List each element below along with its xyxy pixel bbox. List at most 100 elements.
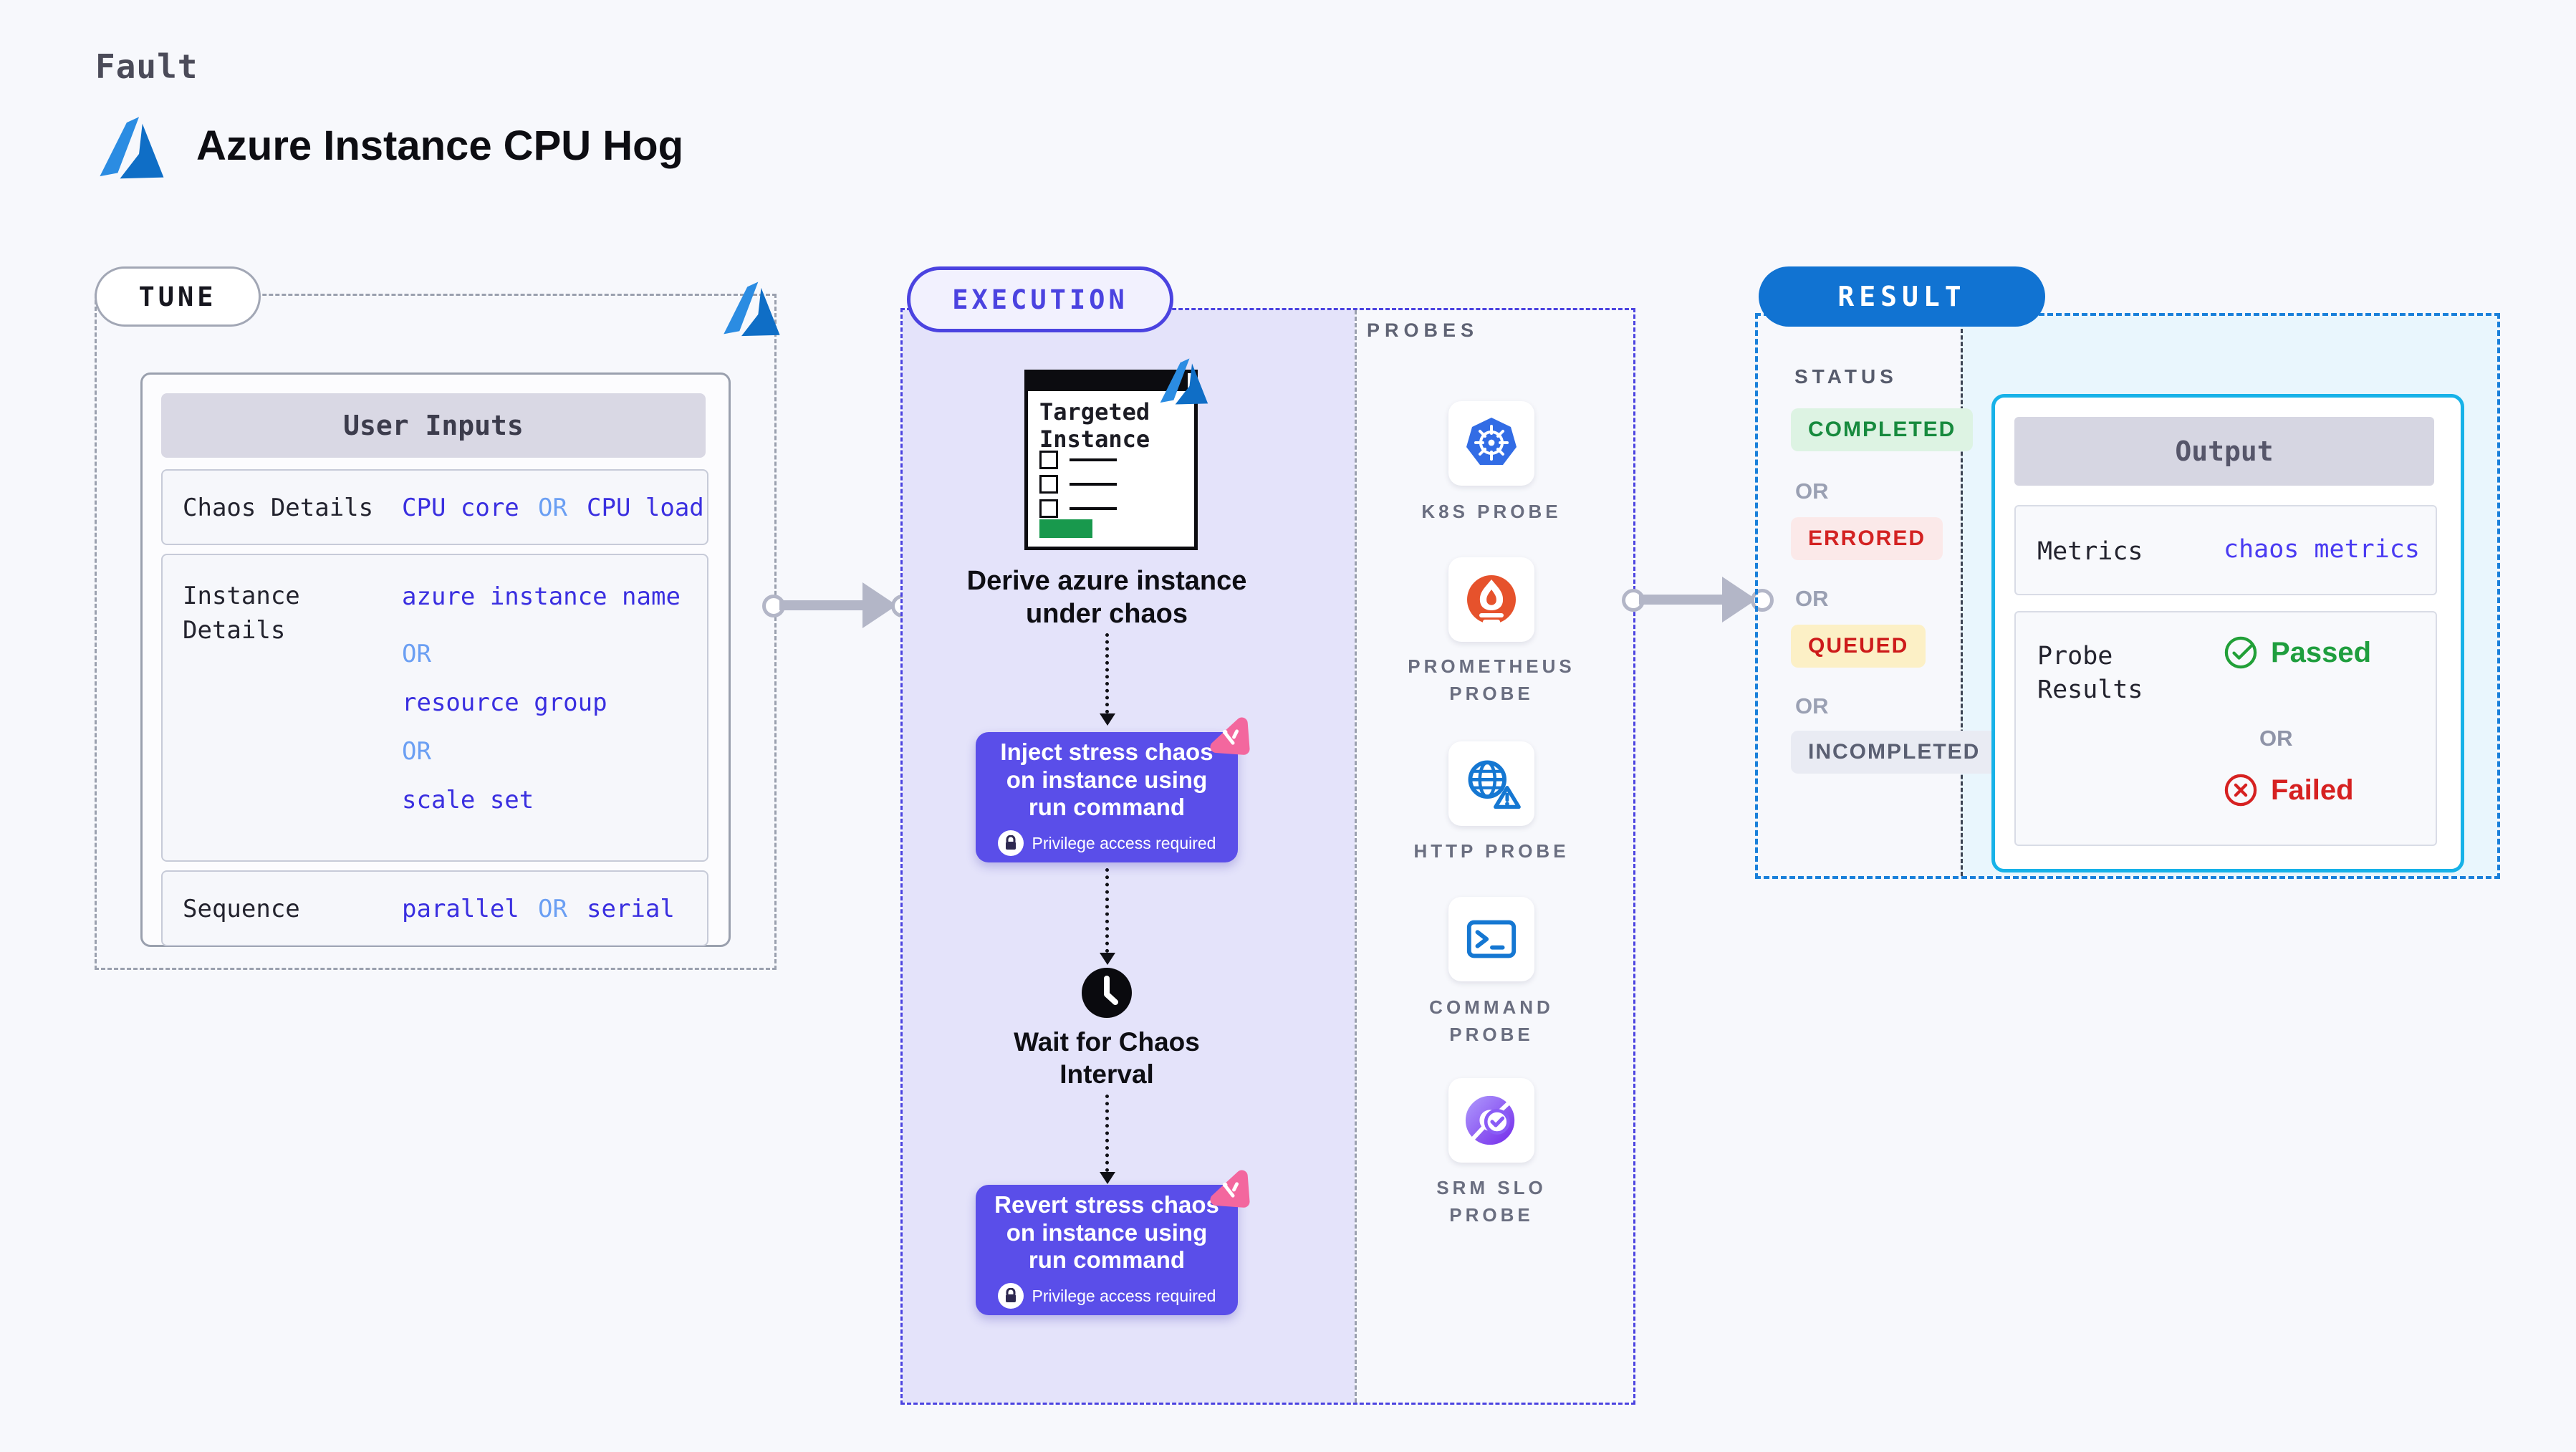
probe-card-prometheus	[1448, 557, 1534, 642]
output-panel: Output Metrics chaos metrics Probe Resul…	[1991, 394, 2464, 872]
privilege-row: Privilege access required	[997, 830, 1216, 857]
tune-to-execution-arrow	[762, 582, 914, 630]
probe-card-k8s	[1448, 401, 1534, 486]
execution-pill: EXECUTION	[907, 266, 1173, 332]
tune-section-frame	[95, 294, 777, 970]
status-label: STATUS	[1794, 365, 1898, 388]
probe-results-label: Probe Results	[2037, 642, 2143, 705]
chaos-details-row: Chaos Details CPU core OR CPU load	[161, 469, 708, 545]
lock-icon	[997, 830, 1024, 857]
failed-row: Failed	[2222, 771, 2354, 809]
instance-value-2: resource group	[402, 688, 607, 717]
status-badge-errored: ERRORED	[1791, 517, 1943, 560]
arrow-down-icon	[1100, 953, 1115, 965]
instance-or-2: OR	[402, 737, 431, 766]
execution-to-result-arrow	[1622, 577, 1774, 624]
flow-connector	[1105, 633, 1109, 713]
targeted-instance-title: Targeted Instance	[1039, 398, 1150, 453]
text-line	[1070, 458, 1117, 461]
text-line	[1070, 483, 1117, 486]
window-titlebar	[1027, 372, 1188, 391]
checkbox-row	[1039, 475, 1117, 494]
text-line	[1070, 507, 1117, 510]
status-or: OR	[1795, 479, 1829, 504]
checkbox-icon	[1039, 475, 1058, 494]
probe-card-http	[1448, 741, 1534, 826]
revert-chaos-step: Revert stress chaos on instance using ru…	[976, 1185, 1238, 1315]
metrics-row: Metrics chaos metrics	[2014, 505, 2437, 595]
page-title: Azure Instance CPU Hog	[196, 122, 683, 169]
probes-separator	[1355, 310, 1357, 1403]
user-inputs-title: User Inputs	[161, 393, 706, 458]
terminal-icon	[1466, 920, 1517, 958]
sequence-or: OR	[538, 895, 567, 923]
azure-icon	[1160, 358, 1208, 405]
chaos-value-1: CPU core	[402, 494, 519, 522]
clock-icon	[1082, 968, 1132, 1018]
kubernetes-icon	[1466, 418, 1517, 465]
check-circle-icon	[2224, 636, 2257, 669]
litmus-chaos-icon	[1210, 717, 1250, 755]
privilege-row: Privilege access required	[997, 1283, 1216, 1309]
x-circle-icon	[2224, 774, 2257, 807]
sequence-label: Sequence	[183, 895, 300, 923]
checkbox-row	[1039, 451, 1117, 469]
litmus-chaos-icon	[1210, 1170, 1250, 1208]
inject-chaos-step: Inject stress chaos on instance using ru…	[976, 732, 1238, 862]
chaos-value-2: CPU load	[587, 494, 704, 522]
probe-results-row: Probe Results Passed OR Failed	[2014, 611, 2437, 846]
probe-label-k8s: K8S PROBE	[1421, 501, 1562, 522]
privilege-label: Privilege access required	[1032, 1286, 1216, 1305]
flow-connector	[1105, 868, 1109, 953]
srm-slo-donut-icon	[1465, 1095, 1515, 1145]
probe-card-command	[1448, 897, 1534, 981]
derive-instance-caption: Derive azure instance under chaos	[966, 566, 1247, 630]
privilege-label: Privilege access required	[1032, 833, 1216, 852]
instance-value-3: scale set	[402, 786, 534, 814]
instance-details-label: Instance Details	[183, 582, 300, 645]
tune-pill: TUNE	[95, 266, 261, 327]
passed-row: Passed	[2222, 634, 2371, 671]
probe-label-srm-slo: SRM SLO PROBE	[1436, 1177, 1547, 1226]
status-badge-queued: QUEUED	[1791, 625, 1926, 668]
arrow-down-icon	[1100, 713, 1115, 726]
progress-bar	[1039, 519, 1092, 538]
status-badge-completed: COMPLETED	[1791, 408, 1974, 451]
probes-label: PROBES	[1367, 319, 1479, 341]
inject-chaos-text: Inject stress chaos on instance using ru…	[1000, 738, 1213, 821]
wait-caption: Wait for Chaos Interval	[1014, 1027, 1200, 1090]
failed-label: Failed	[2271, 774, 2354, 806]
metrics-value: chaos metrics	[2224, 535, 2420, 564]
flow-connector	[1105, 1095, 1109, 1172]
result-pill: RESULT	[1759, 266, 2045, 327]
checkbox-row	[1039, 499, 1117, 518]
chaos-or: OR	[538, 494, 567, 522]
status-or: OR	[1795, 693, 1829, 718]
passed-label: Passed	[2271, 636, 2372, 668]
sequence-value-1: parallel	[402, 895, 519, 923]
chaos-details-label: Chaos Details	[183, 494, 374, 522]
lock-icon	[997, 1283, 1024, 1309]
azure-icon	[724, 282, 780, 337]
azure-logo	[100, 117, 164, 179]
prometheus-icon	[1467, 575, 1516, 624]
user-inputs-card: User Inputs Chaos Details CPU core OR CP…	[140, 372, 731, 947]
checkbox-icon	[1039, 499, 1058, 518]
probe-label-prometheus: PROMETHEUS PROBE	[1408, 655, 1575, 704]
sequence-row: Sequence parallel OR serial	[161, 870, 708, 946]
probe-label-command: COMMAND PROBE	[1429, 996, 1554, 1045]
instance-or-1: OR	[402, 640, 431, 668]
output-title: Output	[2014, 417, 2434, 486]
instance-value-1: azure instance name	[402, 582, 681, 611]
fault-kicker: Fault	[95, 47, 198, 86]
http-globe-warning-icon	[1468, 760, 1521, 809]
status-badge-incompleted: INCOMPLETED	[1791, 731, 1998, 774]
revert-chaos-text: Revert stress chaos on instance using ru…	[994, 1191, 1219, 1274]
targeted-instance-card: Targeted Instance	[1024, 370, 1198, 550]
sequence-value-2: serial	[587, 895, 675, 923]
checkbox-icon	[1039, 451, 1058, 469]
probe-label-http: HTTP PROBE	[1413, 840, 1570, 862]
instance-details-row: Instance Details azure instance name OR …	[161, 554, 708, 862]
arrow-down-icon	[1100, 1172, 1115, 1184]
